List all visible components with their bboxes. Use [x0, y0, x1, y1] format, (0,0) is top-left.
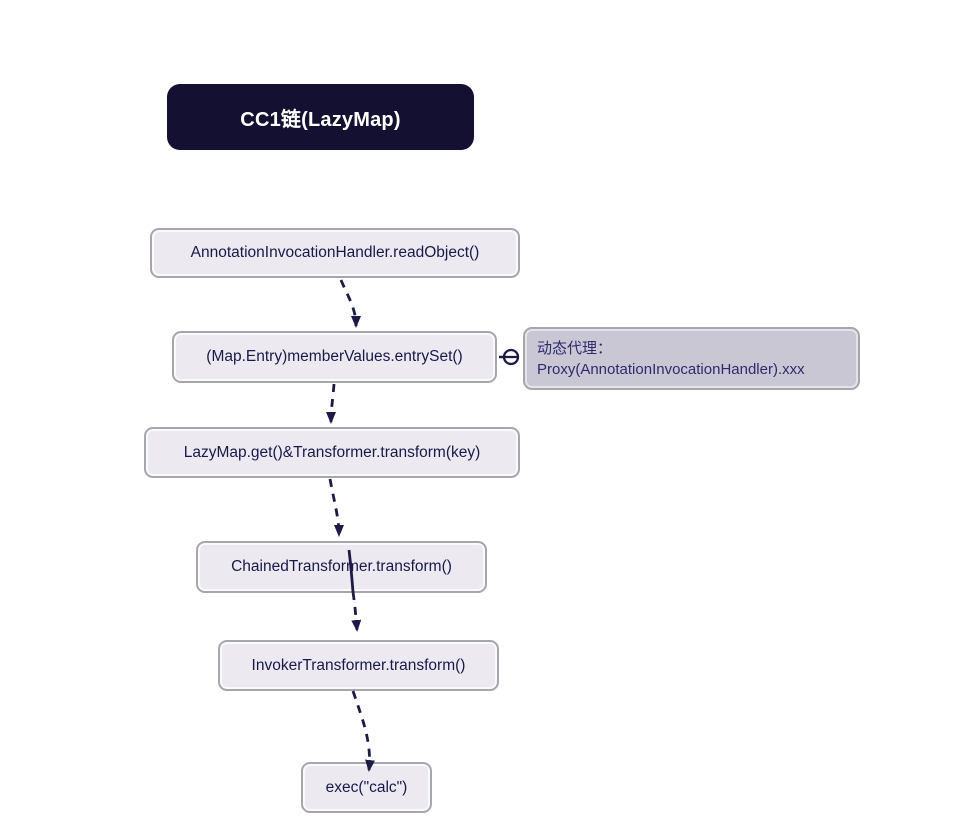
- node-entryset-label: (Map.Entry)memberValues.entrySet(): [206, 348, 463, 365]
- edge-entryset-note: [499, 348, 523, 366]
- node-readobject-label: AnnotationInvocationHandler.readObject(): [190, 244, 480, 261]
- node-invokertransformer: InvokerTransformer.transform(): [218, 640, 499, 691]
- circle-minus-connector-icon: [502, 348, 520, 366]
- edge-entryset-lazymap: [326, 383, 337, 424]
- node-exec-calc: exec("calc"): [301, 762, 432, 813]
- node-readobject: AnnotationInvocationHandler.readObject(): [150, 228, 520, 278]
- node-invokertransformer-label: InvokerTransformer.transform(): [251, 656, 466, 674]
- edge-chained-invoker: [351, 591, 362, 632]
- edge-lazymap-chained: [328, 478, 344, 537]
- note-dynamic-proxy-line2: Proxy(AnnotationInvocationHandler).xxx: [537, 361, 805, 378]
- diagram-title: CC1链(LazyMap): [240, 108, 401, 131]
- node-chainedtransformer-label: ChainedTransformer.transform(): [231, 558, 452, 575]
- node-chainedtransformer: ChainedTransformer.transform(): [196, 541, 487, 593]
- diagram-title-box: CC1链(LazyMap): [167, 84, 474, 150]
- edge-readobject-entryset: [339, 279, 361, 328]
- edge-invoker-exec: [351, 690, 376, 772]
- node-lazymap-get-label: LazyMap.get()&Transformer.transform(key): [183, 443, 481, 461]
- node-lazymap-get: LazyMap.get()&Transformer.transform(key): [144, 427, 520, 478]
- note-dynamic-proxy-line1: 动态代理：: [537, 340, 613, 357]
- node-entryset: (Map.Entry)memberValues.entrySet(): [172, 331, 497, 383]
- node-exec-calc-label: exec("calc"): [325, 778, 408, 796]
- note-dynamic-proxy: 动态代理： Proxy(AnnotationInvocationHandler)…: [523, 327, 860, 390]
